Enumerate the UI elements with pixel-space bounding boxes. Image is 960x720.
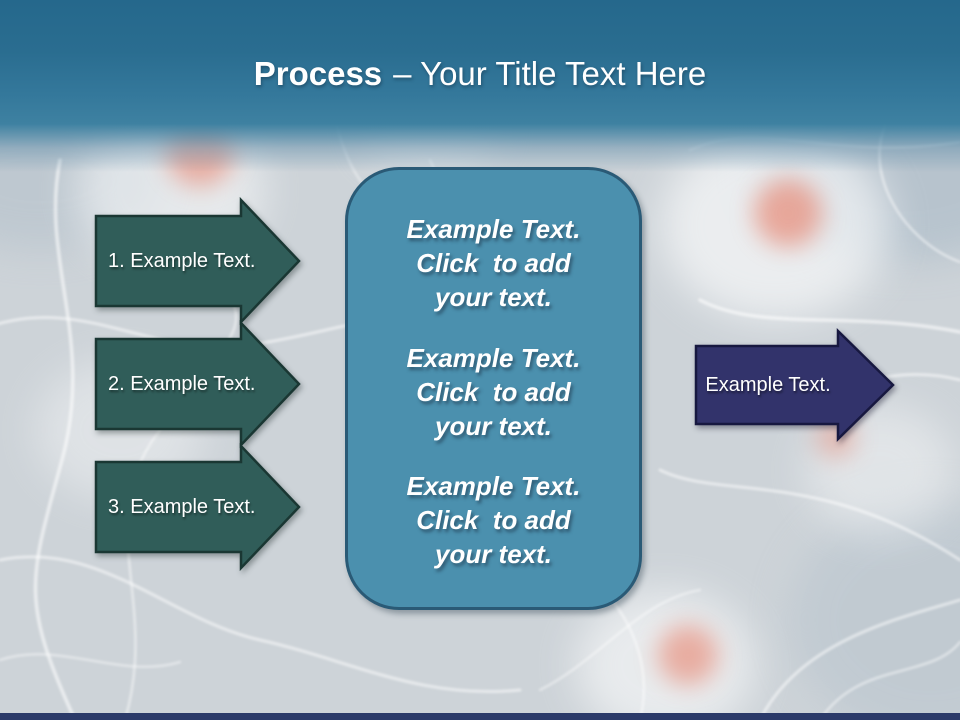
title-subtitle: – Your Title Text Here — [393, 55, 707, 92]
process-step-arrow-1[interactable]: 1. Example Text. — [94, 196, 301, 326]
process-step-2-label: 2. Example Text. — [108, 372, 256, 395]
paragraph-line: Example Text. — [406, 342, 581, 373]
placeholder-paragraph-1: Example Text. Click to add your text. — [362, 212, 625, 314]
process-step-3-label: 3. Example Text. — [108, 495, 256, 518]
paragraph-line: Example Text. — [406, 214, 581, 244]
right-arrow-shape-icon — [94, 442, 301, 572]
process-step-arrow-2[interactable]: 2. Example Text. — [94, 319, 301, 449]
title-keyword: Process — [253, 55, 383, 92]
footer-accent-bar — [0, 713, 960, 720]
title-band — [0, 0, 960, 172]
paragraph-line: Click to add — [416, 248, 571, 278]
paragraph-line: Click to add — [416, 376, 571, 407]
right-arrow-shape-icon — [94, 319, 301, 449]
right-arrow-shape-icon — [694, 328, 895, 442]
placeholder-paragraph-2: Example Text. Click to add your text. — [362, 341, 625, 443]
center-text-placeholder[interactable]: Example Text. Click to add your text. Ex… — [345, 167, 642, 610]
process-step-arrow-3[interactable]: 3. Example Text. — [94, 442, 301, 572]
paragraph-line: your text. — [434, 539, 553, 569]
output-arrow[interactable]: Example Text. — [694, 328, 895, 442]
slide-title: Process – Your Title Text Here — [0, 54, 960, 94]
paragraph-line: Click to add — [416, 505, 571, 535]
placeholder-paragraph-3: Example Text. Click to add your text. — [362, 469, 625, 571]
paragraph-line: your text. — [434, 282, 553, 312]
process-step-1-label: 1. Example Text. — [108, 249, 256, 272]
right-arrow-shape-icon — [94, 196, 301, 326]
output-arrow-label: Example Text. — [705, 373, 831, 396]
paragraph-line: your text. — [434, 410, 553, 441]
paragraph-line: Example Text. — [406, 471, 581, 501]
